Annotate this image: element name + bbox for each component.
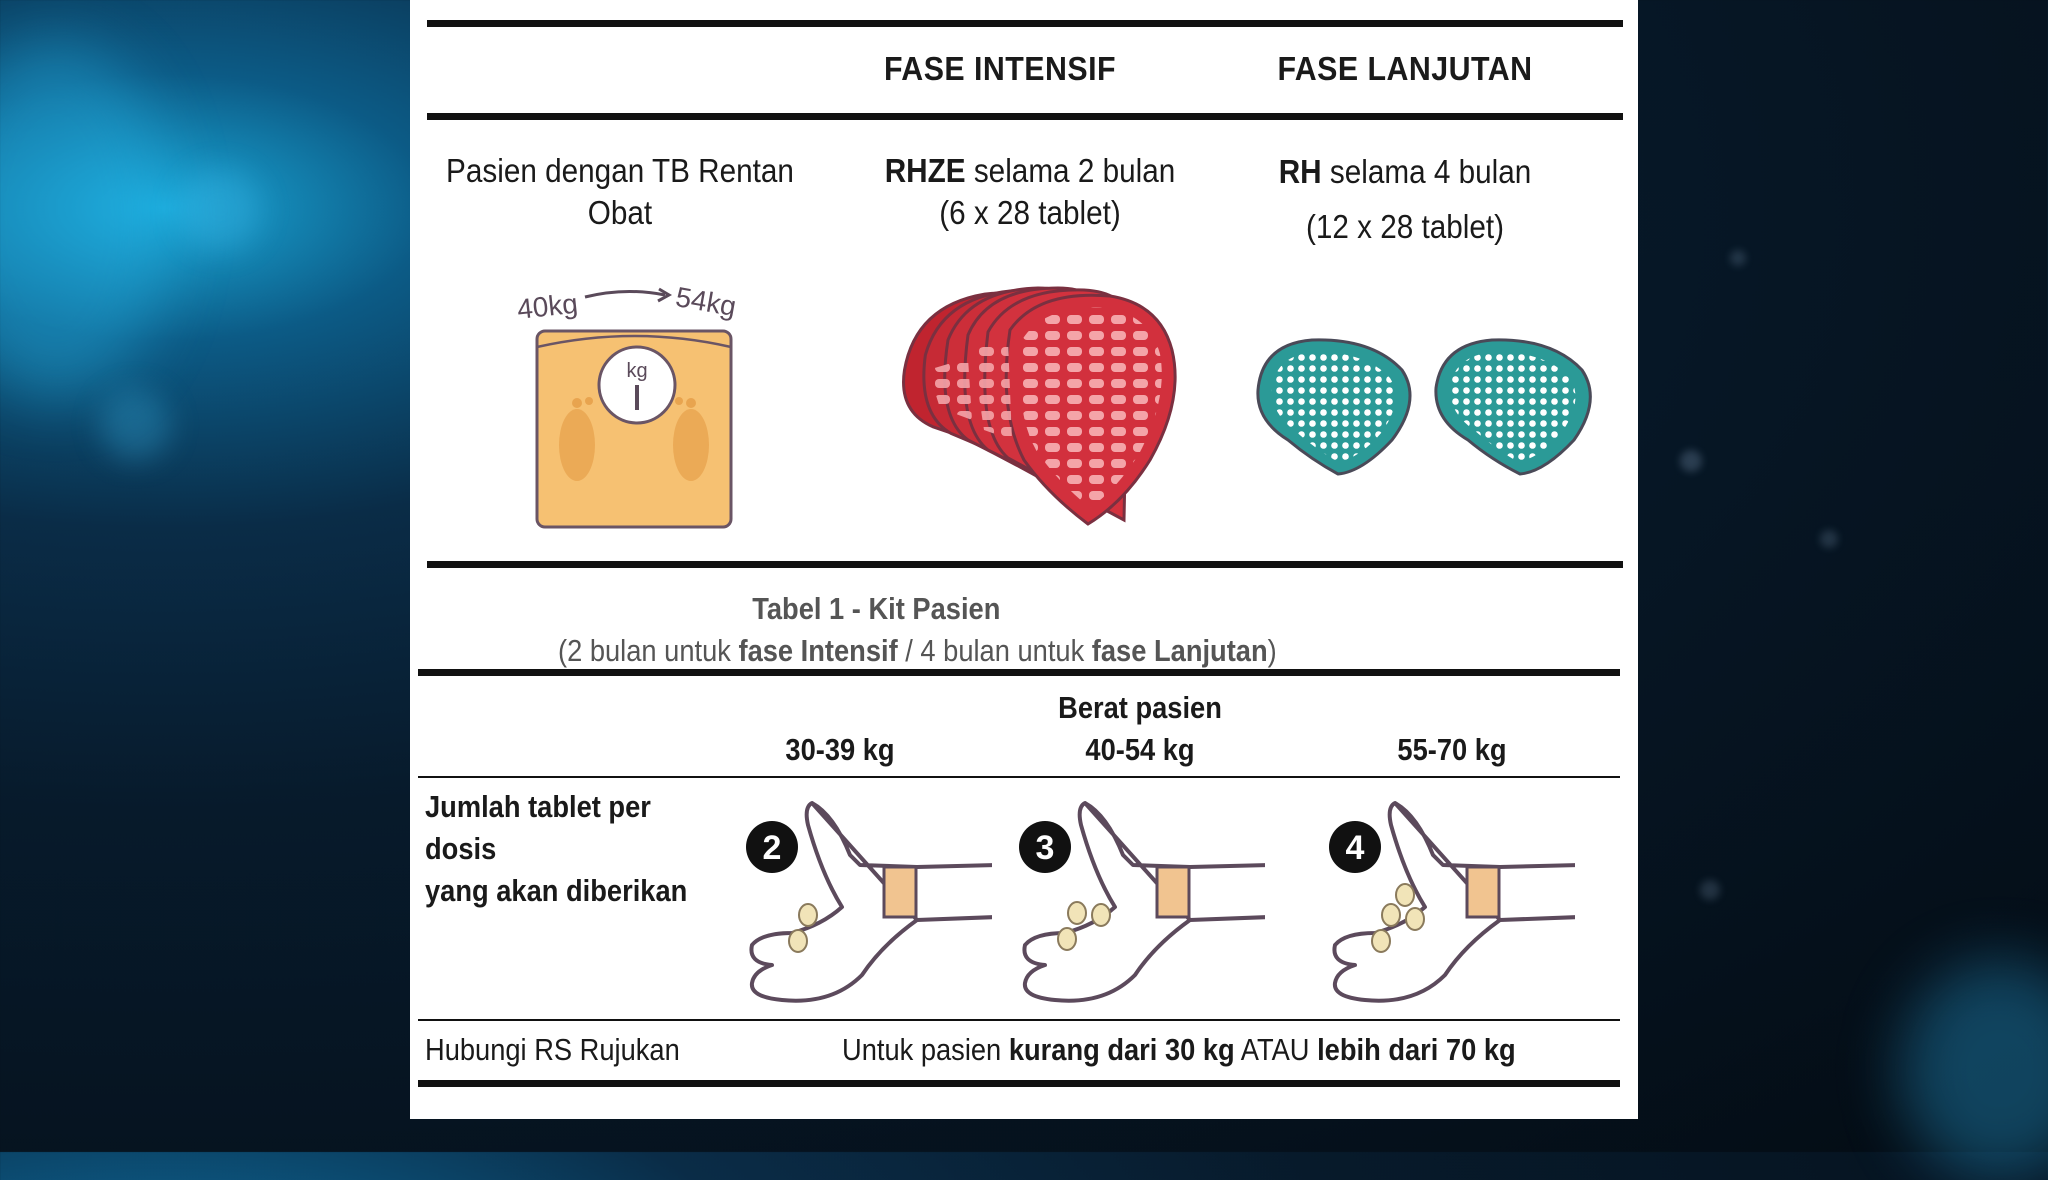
patient-label: Pasien dengan TB Rentan Obat: [420, 150, 820, 234]
background-bokeh: [1700, 880, 1720, 900]
intensive-count: (6 x 28 tablet): [939, 194, 1121, 231]
caption-bold-lanjutan: fase Lanjutan: [1091, 633, 1268, 668]
background-bokeh: [1730, 250, 1746, 266]
range-arrow-icon: [584, 289, 666, 299]
dose-badge: [1019, 821, 1071, 873]
caption-text: / 4 bulan untuk: [897, 633, 1092, 668]
tablet-icon: [1067, 901, 1087, 925]
table1-caption: Tabel 1 - Kit Pasien (2 bulan untuk fase…: [490, 588, 1490, 672]
cuff: [1155, 865, 1191, 919]
scale-dial-unit: kg: [626, 360, 647, 382]
dose-row-label-line1: Jumlah tablet per dosis: [425, 789, 651, 866]
weight-range-30-39: 30-39 kg: [785, 732, 895, 767]
dose-number: 3: [1036, 829, 1055, 867]
table2-top-rule: [418, 669, 1620, 676]
hand-dose-3-illustration: 3: [1019, 801, 1265, 1003]
tablet-icon: [1395, 883, 1415, 907]
table-top-rule: [427, 20, 1623, 27]
intensive-regimen: RHZE selama 2 bulan (6 x 28 tablet): [810, 150, 1250, 234]
header-fase-lanjutan: FASE LANJUTAN: [1277, 50, 1533, 87]
continuation-drug: RH: [1278, 153, 1322, 190]
table2-header-rule: [418, 776, 1620, 778]
referral-text: Untuk pasien: [842, 1032, 1009, 1067]
referral-text: ATAU: [1234, 1032, 1318, 1067]
hand-dose-2-illustration: 2: [746, 801, 992, 1003]
tablet-icon: [788, 929, 808, 953]
scale-to-label: 54kg: [673, 281, 738, 322]
hand-icon: [1022, 801, 1265, 1003]
intensive-blister-packs-illustration: [902, 286, 1177, 526]
content-panel: FASE INTENSIF FASE LANJUTAN Pasien denga…: [410, 0, 1638, 1119]
footprint-icon: [673, 409, 709, 481]
header-rule: [427, 113, 1623, 120]
header-fase-intensif: FASE INTENSIF: [883, 50, 1117, 87]
referral-label: Hubungi RS Rujukan: [425, 1032, 680, 1067]
background-bokeh: [0, 40, 170, 400]
table2-bottom-rule: [418, 1080, 1620, 1087]
tablet-icon: [1057, 927, 1077, 951]
tablet-icon: [1381, 903, 1401, 927]
dose-number: 2: [763, 829, 782, 867]
blister-pack-stack-2: [1434, 338, 1592, 476]
tablet-icon: [1091, 903, 1111, 927]
continuation-duration: selama 4 bulan: [1329, 153, 1532, 190]
cuff: [1465, 865, 1501, 919]
hand-dose-4-illustration: 4: [1329, 801, 1575, 1003]
dose-row-label-line2: yang akan diberikan: [425, 873, 688, 908]
hand-icon: [1332, 801, 1575, 1003]
dose-row-label: Jumlah tablet per dosis yang akan diberi…: [425, 786, 755, 912]
continuation-blister-packs-illustration: [1256, 338, 1592, 476]
weight-range-40-54: 40-54 kg: [1085, 732, 1195, 767]
blister-pack-stack-1: [1256, 338, 1412, 476]
cuff: [882, 865, 918, 919]
table1-bottom-rule: [427, 561, 1623, 568]
weighing-scale-illustration: 40kg 54kg kg: [516, 281, 739, 529]
tablet-icon: [1405, 907, 1425, 931]
continuation-regimen: RH selama 4 bulan (12 x 28 tablet): [1200, 144, 1610, 254]
intensive-duration: selama 2 bulan: [973, 152, 1176, 189]
weight-range-55-70: 55-70 kg: [1397, 732, 1507, 767]
scale-from-label: 40kg: [516, 288, 580, 325]
table2-row-rule: [418, 1019, 1620, 1021]
caption-title: Tabel 1 - Kit Pasien: [752, 591, 1001, 626]
patient-label-line2: Obat: [587, 194, 653, 231]
background-bokeh: [1900, 960, 2048, 1180]
intensive-drug: RHZE: [884, 152, 966, 189]
continuation-count: (12 x 28 tablet): [1305, 208, 1505, 245]
patient-label-line1: Pasien dengan TB Rentan: [446, 152, 794, 189]
scale-body: [535, 329, 733, 529]
dose-badge: [746, 821, 798, 873]
dose-number: 4: [1346, 829, 1365, 867]
referral-criteria: Untuk pasien kurang dari 30 kg ATAU lebi…: [842, 1032, 1516, 1068]
referral-bold-over-70: lebih dari 70 kg: [1317, 1032, 1516, 1067]
weight-header: Berat pasien: [1058, 690, 1222, 725]
footprint-icon: [559, 409, 595, 481]
blister-pack-stack: [902, 286, 1177, 526]
referral-bold-under-30: kurang dari 30 kg: [1008, 1032, 1235, 1067]
tablet-icon: [798, 903, 818, 927]
caption-text: (2 bulan untuk: [558, 633, 739, 668]
dose-badge: [1329, 821, 1381, 873]
caption-bold-intensif: fase Intensif: [738, 633, 898, 668]
background-bokeh: [1820, 530, 1838, 548]
hand-icon: [749, 801, 992, 1003]
caption-text: ): [1267, 633, 1277, 668]
background-bokeh: [1680, 450, 1702, 472]
tablet-icon: [1371, 929, 1391, 953]
background-bokeh: [180, 170, 260, 250]
background-bokeh: [100, 390, 170, 460]
